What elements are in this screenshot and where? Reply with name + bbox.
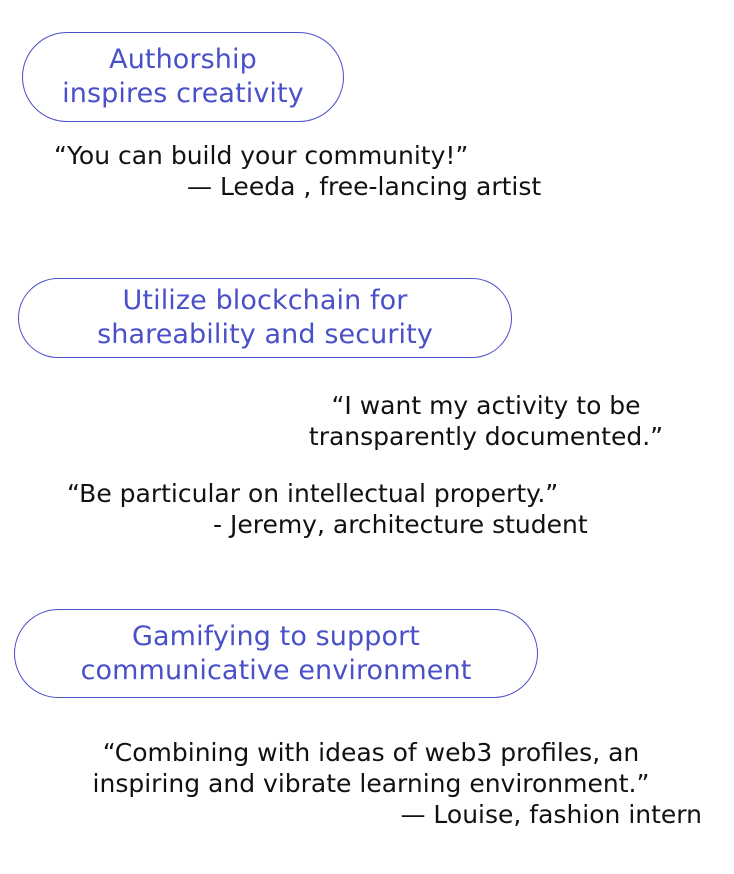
attribution-jeremy: - Jeremy, architecture student xyxy=(213,510,588,539)
attribution-leeda: — Leeda , free-lancing artist xyxy=(187,172,542,201)
quote-louise: “Combining with ideas of web3 profiles, … xyxy=(40,737,702,830)
heading-line: Authorship xyxy=(109,44,257,75)
heading-line: shareability and security xyxy=(97,319,433,350)
quote-line: transparently documented.” xyxy=(308,422,664,451)
quote-line: “I want my activity to be xyxy=(331,391,641,420)
quote-jeremy: “Be particular on intellectual property.… xyxy=(67,479,559,508)
heading-line: Gamifying to support xyxy=(132,620,420,652)
heading-authorship: Authorship inspires creativity xyxy=(22,32,344,122)
quote-line: “Combining with ideas of web3 profiles, … xyxy=(102,738,640,767)
heading-line: communicative environment xyxy=(80,654,472,686)
quote-leeda: “You can build your community!” xyxy=(54,141,469,170)
heading-gamifying: Gamifying to support communicative envir… xyxy=(14,609,538,698)
heading-blockchain: Utilize blockchain for shareability and … xyxy=(18,278,512,358)
attribution-louise: — Louise, fashion intern xyxy=(400,800,702,829)
quote-transparency: “I want my activity to be transparently … xyxy=(286,390,686,452)
heading-line: inspires creativity xyxy=(62,78,304,109)
quote-line: inspiring and vibrate learning environme… xyxy=(92,769,650,798)
heading-line: Utilize blockchain for xyxy=(122,285,408,316)
